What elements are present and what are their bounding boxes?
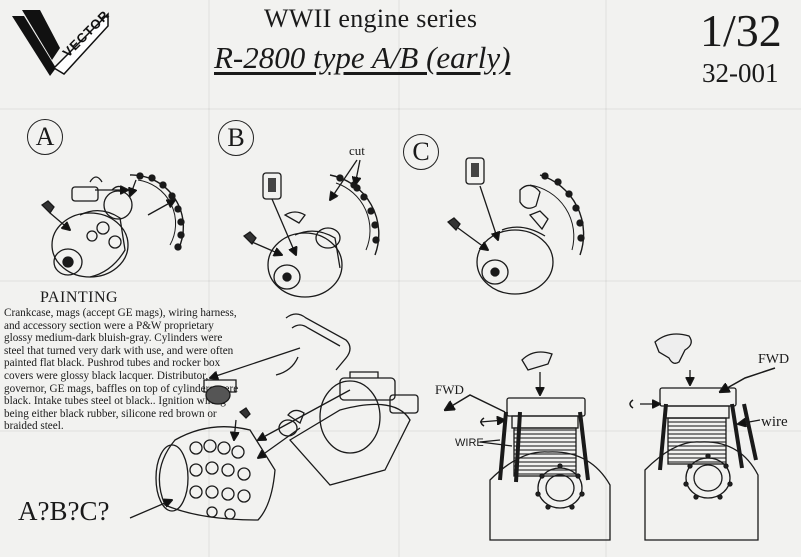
variant-a-marker: A [27,119,63,155]
variant-c-marker: C [403,134,439,170]
fwd-label-right: FWD [758,352,790,367]
cylinder-right-illustration [629,333,776,541]
assembly-question: A?B?C? [18,496,110,526]
product-code: 32-001 [702,58,779,88]
painting-heading: PAINTING [40,289,119,306]
painting-text: Crankcase, mags (accept GE mags), wiring… [4,307,239,433]
engine-c-illustration [446,157,585,295]
scale-label: 1/32 [700,5,782,56]
wire-label-right: wire [761,414,788,430]
engine-a-illustration [40,172,185,278]
cut-label: cut [349,143,365,158]
vector-logo: VECTOR [12,8,110,76]
variant-b-marker: B [218,120,254,156]
wire-label-left: WIRE [455,437,484,449]
exploded-engine-illustration [155,313,419,521]
series-title: WWII engine series [264,4,478,33]
cylinder-left-illustration [445,351,611,541]
model-title: R-2800 type A/B (early) [214,40,511,75]
assembly-arrow [129,500,172,519]
fwd-label-left: FWD [435,382,464,397]
engine-b-illustration [242,159,380,298]
